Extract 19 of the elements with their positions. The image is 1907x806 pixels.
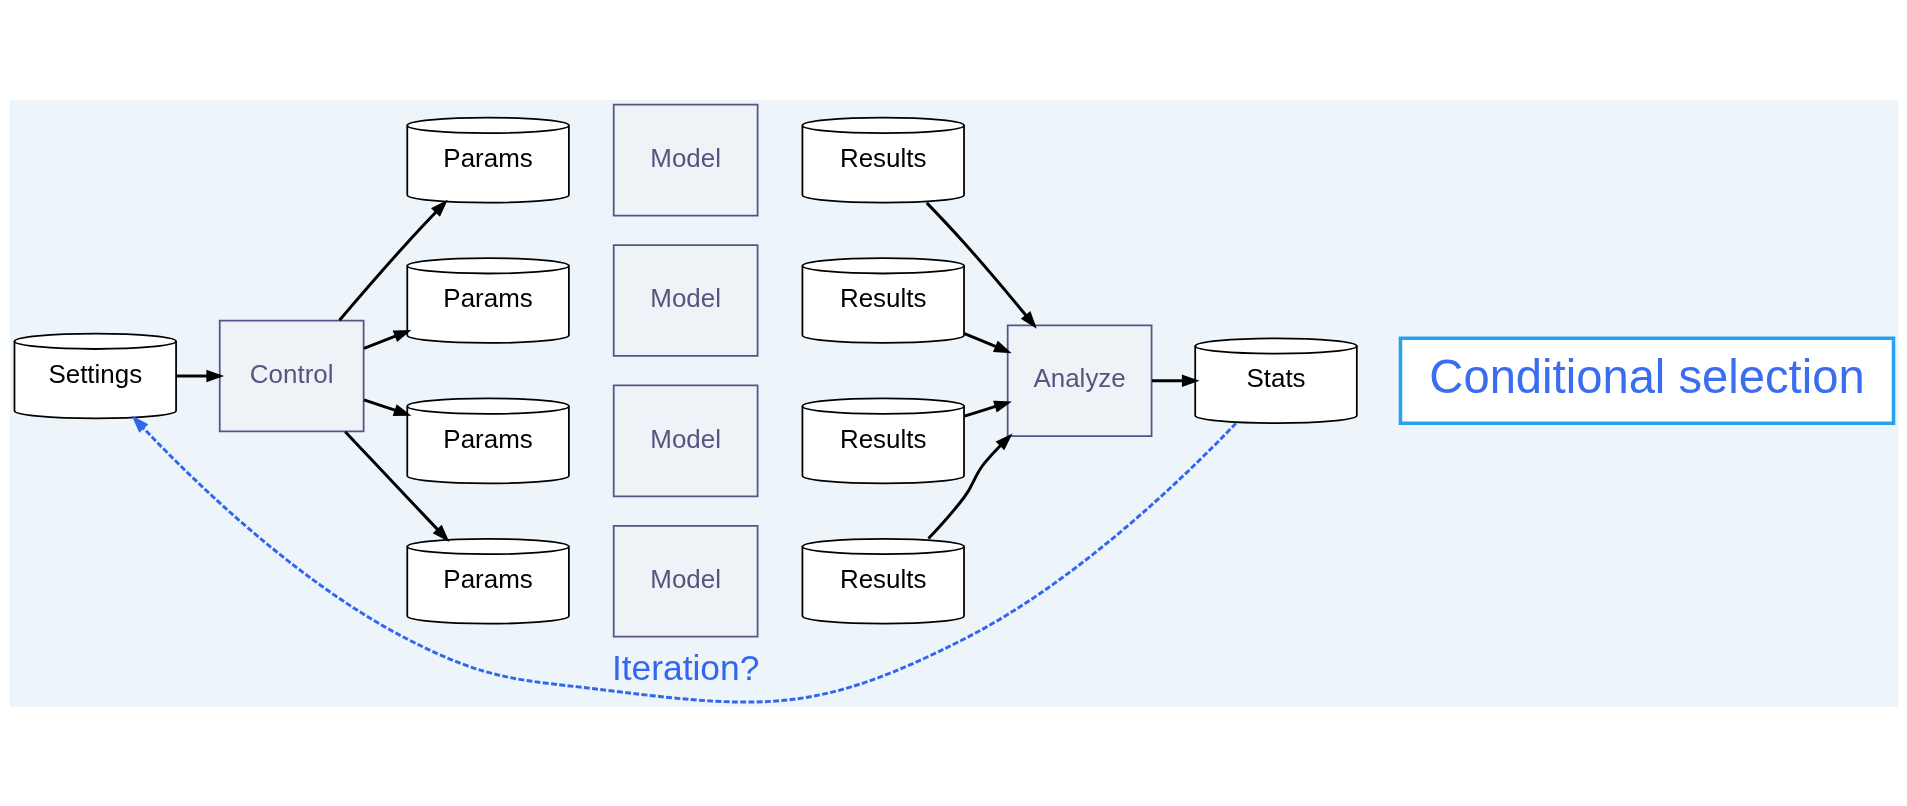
node-box: Model — [612, 384, 758, 497]
node-box: Control — [218, 319, 364, 432]
arrow — [1151, 374, 1200, 387]
node-box: Analyze — [1006, 323, 1152, 437]
node-box: Model — [612, 524, 758, 638]
arrow — [963, 331, 1012, 353]
arrow — [337, 199, 448, 321]
edge-label: Iteration? — [611, 647, 759, 687]
arrow — [926, 433, 1013, 540]
node-box: Conditional selection — [1398, 336, 1895, 425]
node-box: Model — [612, 103, 758, 216]
arrow — [963, 400, 1012, 417]
arrow — [131, 415, 1237, 703]
arrow — [176, 369, 224, 382]
node-box: Model — [612, 243, 758, 357]
arrow — [362, 329, 411, 350]
arrow — [363, 397, 411, 416]
arrow — [343, 430, 449, 542]
arrow — [925, 201, 1037, 329]
